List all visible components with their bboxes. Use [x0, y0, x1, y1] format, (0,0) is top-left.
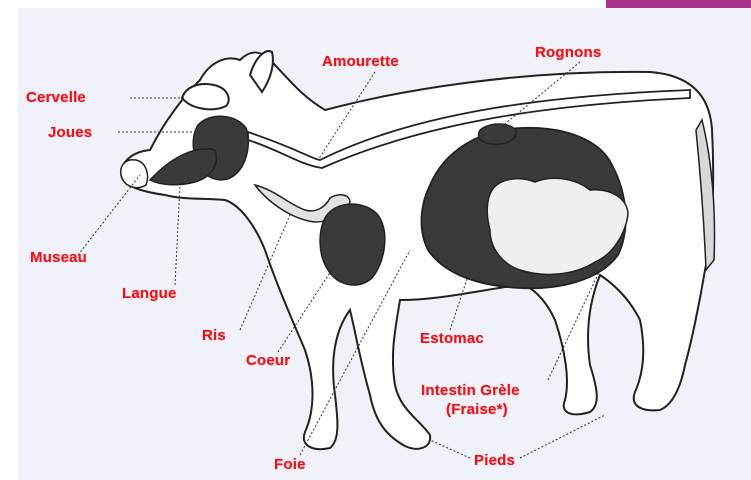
muzzle-outline — [121, 160, 148, 188]
label-ris: Ris — [202, 327, 226, 344]
label-coeur: Coeur — [246, 352, 290, 369]
label-langue: Langue — [122, 285, 177, 302]
kidney-organ — [478, 124, 516, 144]
label-joues: Joues — [48, 124, 92, 141]
label-foie: Foie — [274, 456, 306, 473]
label-rognons: Rognons — [535, 44, 601, 61]
heart-organ — [320, 204, 385, 285]
label-intestin-line2: (Fraise*) — [446, 401, 508, 418]
label-pieds: Pieds — [474, 452, 515, 469]
label-intestin-line1: Intestin Grèle — [421, 382, 520, 399]
label-museau: Museau — [30, 249, 87, 266]
cow-body-outline — [121, 52, 713, 449]
label-estomac: Estomac — [420, 330, 484, 347]
label-amourette: Amourette — [322, 53, 399, 70]
label-cervelle: Cervelle — [26, 89, 86, 106]
